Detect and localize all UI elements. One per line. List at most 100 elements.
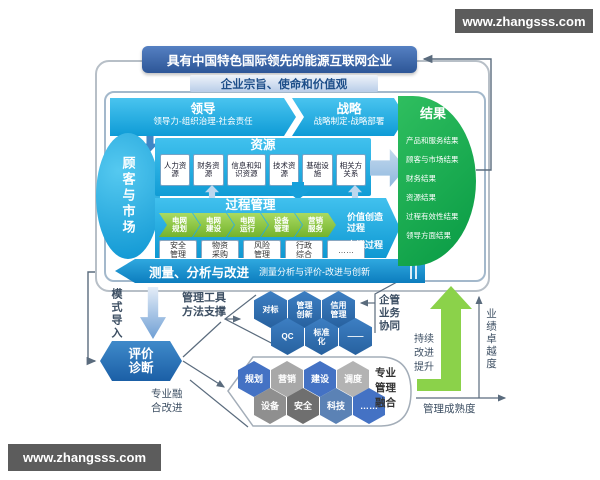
resource-box: 技术资源: [269, 154, 300, 186]
value-chain-label: 营销服务: [308, 215, 323, 233]
x-axis-label: 管理成熟度: [423, 403, 476, 415]
support-box-label: 安全管理: [170, 241, 186, 259]
watermark-text: www.zhangsss.com: [22, 450, 147, 465]
resource-box-label: 相关方关系: [339, 160, 363, 178]
resources-block: 资源 人力资源 财务资源 信息和知识资源 技术资源 基础设施 相关方关系: [155, 138, 371, 196]
results-item: 财务结果: [406, 174, 436, 183]
watermark-text: www.zhangsss.com: [462, 13, 586, 29]
results-item: 领导方面结果: [406, 231, 451, 240]
results-title: 结果: [419, 106, 446, 121]
tool-hexagon-label: 信用管理: [330, 300, 347, 319]
results-panel: 结果 产品和服务结果 顾客与市场结果 财务结果 资源结果 过程有效性结果 领导方…: [398, 96, 476, 266]
support-box-label: 物资采购: [212, 241, 228, 259]
tool-hexagon-label: QC: [281, 332, 294, 341]
synergy-label: 企管业务协同: [379, 294, 400, 332]
pro-hexagon-label: 设备: [260, 401, 279, 411]
value-chain-label: 电网运行: [240, 215, 255, 233]
resource-box-label: 财务资源: [197, 160, 220, 178]
measurement-end-bars: [410, 263, 417, 279]
pro-hexagon-label: ……: [360, 401, 378, 411]
pro-hexagon-label: 建设: [310, 374, 329, 384]
continuous-improvement-label: 持续改进提升: [414, 334, 434, 373]
strategy-block: 战略 战略制定-战略部署: [292, 98, 406, 136]
support-process-label: 支撑过程: [347, 240, 384, 250]
value-chain-label: 电网建设: [206, 215, 221, 233]
value-chain-row: 电网规划 电网建设 电网运行 设备管理 营销服务: [159, 213, 329, 237]
measurement-subtitle: 测量分析与评价-改进与创新: [259, 266, 371, 277]
pro-hexagon: ……: [353, 388, 385, 424]
measurement-bar: 测量、分析与改进 测量分析与评价-改进与创新: [115, 259, 425, 283]
tool-hexagon-label: ——: [347, 332, 364, 341]
evaluation-hexagon: 评价诊断: [100, 341, 182, 381]
value-process-label: 价值创造过程: [347, 212, 384, 233]
leadership-block: 领导 领导力-组织治理-社会责任: [110, 98, 296, 136]
results-item: 顾客与市场结果: [406, 155, 459, 164]
pro-hexagon: 建设: [304, 361, 336, 397]
leadership-title: 领导: [190, 102, 216, 116]
resources-title: 资源: [250, 138, 276, 152]
support-box-label: ……: [338, 245, 354, 255]
pro-fusion-improve-label: 专业融合改进: [151, 388, 183, 414]
pro-hexagon-label: 调度: [343, 374, 362, 384]
support-box: 安全管理: [159, 240, 197, 260]
results-item: 资源结果: [406, 193, 436, 202]
customer-market-text: 顾客与市场: [120, 156, 136, 236]
value-chain-step: 电网规划: [159, 213, 200, 237]
value-chain-label: 电网规划: [172, 215, 187, 233]
resource-box-label: 信息和知识资源: [231, 160, 262, 178]
resource-box: 人力资源: [160, 154, 191, 186]
strategy-subtitle: 战略制定-战略部署: [313, 116, 385, 126]
results-item: 产品和服务结果: [406, 136, 459, 145]
resource-box: 基础设施: [302, 154, 333, 186]
support-box: 风险管理: [243, 240, 281, 260]
tool-hexagon-label: 对标: [262, 305, 279, 314]
value-chain-label: 设备管理: [274, 215, 289, 233]
purpose-band: 企业宗旨、使命和价值观: [190, 75, 378, 92]
left-loop-line: [86, 271, 97, 366]
tools-label: 管理工具方法支撑: [182, 292, 226, 318]
pro-hexagon: 科技: [320, 388, 352, 424]
customer-market-ellipse: 顾客与市场: [96, 133, 160, 259]
process-title: 过程管理: [225, 198, 276, 212]
pro-hexagon-label: 规划: [244, 374, 263, 384]
measurement-title: 测量、分析与改进: [149, 265, 250, 280]
vision-banner-text: 具有中国特色国际领先的能源互联网企业: [166, 54, 392, 68]
y-axis-label: 业绩卓越度: [485, 308, 497, 371]
support-row: 安全管理 物资采购 风险管理 行政综合 ……: [159, 240, 365, 260]
support-box: 物资采购: [201, 240, 239, 260]
resource-box: 相关方关系: [335, 154, 366, 186]
pro-hexagon-label: 科技: [326, 401, 345, 411]
tool-hexagon-label: 标准化: [313, 327, 330, 346]
evaluation-cluster-arrow: [182, 360, 226, 388]
strategy-title: 战略: [336, 102, 362, 116]
watermark-bottom: www.zhangsss.com: [8, 444, 161, 471]
pro-hexagon: 营销: [271, 361, 303, 397]
support-box-label: 风险管理: [254, 241, 270, 259]
evaluation-tools-line: [182, 321, 222, 358]
pro-hexagon-label: 营销: [277, 374, 296, 384]
evaluation-label: 评价诊断: [128, 347, 154, 375]
leadership-subtitle: 领导力-组织治理-社会责任: [153, 116, 253, 126]
tool-hexagon-label: 管理创新: [296, 300, 313, 319]
resource-box: 财务资源: [193, 154, 224, 186]
results-item: 过程有效性结果: [406, 212, 459, 221]
purpose-band-text: 企业宗旨、使命和价值观: [220, 78, 348, 91]
pro-hexagon: 设备: [254, 388, 286, 424]
mode-import-label: 模式导入: [110, 288, 122, 340]
process-block: 过程管理 电网规划 电网建设 电网运行 设备管理 营销服务 价值创造过程 安全管…: [155, 198, 400, 258]
leadership-strategy-band: 领导 领导力-组织治理-社会责任 战略 战略制定-战略部署: [110, 98, 406, 136]
mode-import-arrow: [140, 287, 166, 339]
support-box: 行政综合: [285, 240, 323, 260]
pro-hexagon: 安全: [287, 388, 319, 424]
pro-management-fusion-label: 专业管理融合: [375, 367, 396, 409]
support-box-label: 行政综合: [296, 241, 312, 259]
resource-box: 信息和知识资源: [226, 154, 267, 186]
resource-box-label: 技术资源: [272, 160, 296, 178]
watermark-top: www.zhangsss.com: [455, 9, 593, 33]
pro-hexagon-label: 安全: [293, 401, 312, 411]
pro-hexagon: 调度: [337, 361, 369, 397]
vision-banner: 具有中国特色国际领先的能源互联网企业: [142, 46, 417, 73]
resource-box-label: 人力资源: [163, 160, 187, 178]
resources-row: 人力资源 财务资源 信息和知识资源 技术资源 基础设施 相关方关系: [155, 153, 371, 187]
